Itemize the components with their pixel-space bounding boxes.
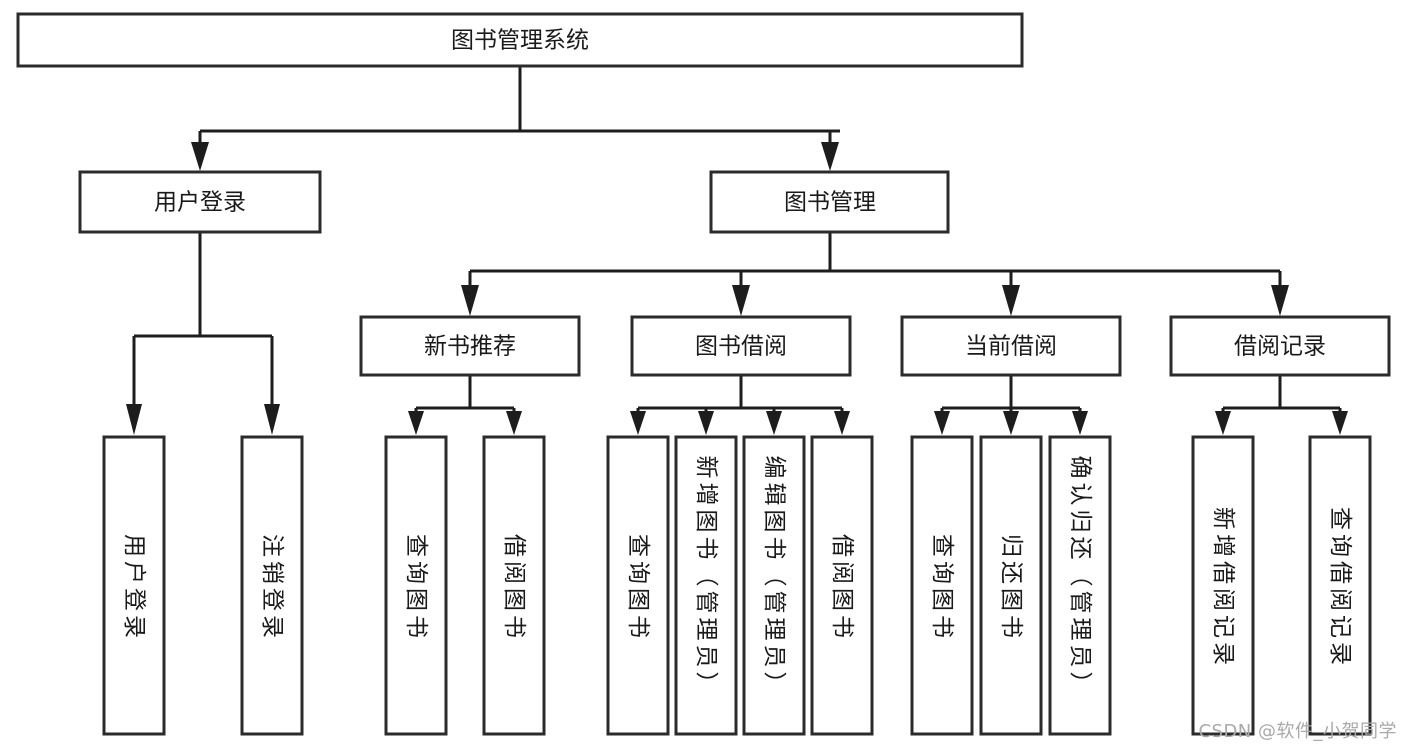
arrowhead-current-borrow bbox=[1002, 285, 1020, 316]
leaf-label: 新增图书（管理员） bbox=[694, 456, 720, 695]
book-borrow-label: 图书借阅 bbox=[695, 334, 787, 360]
leaf-node[interactable]: 查询图书 bbox=[910, 435, 974, 736]
arrowhead-borrow-leaf-4 bbox=[834, 411, 850, 435]
leaf-box[interactable] bbox=[1048, 435, 1112, 736]
arrowhead-current-leaf-2 bbox=[1003, 411, 1019, 435]
node-book-management[interactable]: 图书管理 bbox=[709, 170, 950, 234]
leaf-label: 借阅图书 bbox=[502, 534, 528, 638]
arrowhead-book-borrow bbox=[732, 285, 750, 316]
arrowhead-recommend-leaf-2 bbox=[506, 411, 522, 435]
leaf-box[interactable] bbox=[910, 435, 974, 736]
new-book-recommend-box[interactable] bbox=[359, 315, 581, 377]
leaf-label: 借阅图书 bbox=[830, 534, 856, 638]
leaf-node[interactable]: 查询图书 bbox=[384, 435, 448, 736]
leaf-box[interactable] bbox=[742, 435, 806, 736]
arrowhead-borrow-leaf-3 bbox=[766, 411, 782, 435]
leaf-node[interactable]: 编辑图书（管理员） bbox=[742, 435, 806, 736]
leaf-node[interactable]: 确认归还（管理员） bbox=[1048, 435, 1112, 736]
leaf-node[interactable]: 借阅图书 bbox=[810, 435, 874, 736]
arrowhead-current-leaf-1 bbox=[934, 411, 950, 435]
book-borrow-box[interactable] bbox=[630, 315, 852, 377]
leaf-box[interactable] bbox=[102, 435, 166, 736]
user-login-label: 用户登录 bbox=[154, 190, 246, 216]
leaf-box[interactable] bbox=[482, 435, 546, 736]
arrowhead-record-leaf-1 bbox=[1215, 411, 1231, 435]
new-book-recommend-label: 新书推荐 bbox=[424, 334, 516, 360]
leaf-box[interactable] bbox=[810, 435, 874, 736]
leaf-label: 查询图书 bbox=[626, 534, 652, 638]
leaf-node[interactable]: 用户登录 bbox=[102, 435, 166, 736]
arrowhead-user-login bbox=[191, 142, 209, 171]
leaf-box[interactable] bbox=[979, 435, 1043, 736]
leaf-node[interactable]: 新增借阅记录 bbox=[1191, 435, 1255, 736]
node-new-book-recommend[interactable]: 新书推荐 bbox=[359, 315, 581, 377]
leaf-label: 新增借阅记录 bbox=[1211, 507, 1237, 665]
root-box[interactable] bbox=[16, 12, 1024, 68]
arrowhead-leaf-user-login bbox=[126, 404, 142, 435]
leaf-label: 查询图书 bbox=[930, 534, 956, 638]
leaf-box[interactable] bbox=[674, 435, 738, 736]
leaf-label: 归还图书 bbox=[999, 534, 1025, 638]
leaf-box[interactable] bbox=[384, 435, 448, 736]
arrowhead-recommend-leaf-1 bbox=[408, 411, 424, 435]
book-management-label: 图书管理 bbox=[784, 190, 876, 216]
leaf-box[interactable] bbox=[1308, 435, 1372, 736]
node-user-login[interactable]: 用户登录 bbox=[78, 170, 322, 234]
arrowhead-current-leaf-3 bbox=[1072, 411, 1088, 435]
root-label: 图书管理系统 bbox=[451, 28, 589, 54]
leaf-label: 查询借阅记录 bbox=[1328, 507, 1354, 665]
borrow-record-box[interactable] bbox=[1169, 315, 1391, 377]
arrowhead-leaf-logout-login bbox=[264, 404, 280, 435]
node-book-borrow[interactable]: 图书借阅 bbox=[630, 315, 852, 377]
leaf-node[interactable]: 归还图书 bbox=[979, 435, 1043, 736]
borrow-record-label: 借阅记录 bbox=[1234, 334, 1326, 360]
leaf-label: 确认归还（管理员） bbox=[1068, 456, 1094, 695]
arrowhead-book-manage bbox=[821, 142, 839, 171]
leaf-label: 编辑图书（管理员） bbox=[762, 456, 788, 695]
leaf-box[interactable] bbox=[1191, 435, 1255, 736]
leaf-box[interactable] bbox=[240, 435, 304, 736]
edge-layer bbox=[126, 66, 1348, 435]
arrowhead-borrow-record bbox=[1271, 285, 1289, 316]
arrowhead-new-book-recommend bbox=[461, 285, 479, 316]
arrowhead-borrow-leaf-2 bbox=[698, 411, 714, 435]
user-login-box[interactable] bbox=[78, 170, 322, 234]
node-borrow-record[interactable]: 借阅记录 bbox=[1169, 315, 1391, 377]
leaf-label: 用户登录 bbox=[122, 534, 148, 638]
current-borrow-label: 当前借阅 bbox=[965, 334, 1057, 360]
leaf-box[interactable] bbox=[606, 435, 670, 736]
node-current-borrow[interactable]: 当前借阅 bbox=[900, 315, 1122, 377]
leaf-node[interactable]: 查询借阅记录 bbox=[1308, 435, 1372, 736]
leaf-node[interactable]: 查询图书 bbox=[606, 435, 670, 736]
arrowhead-borrow-leaf-1 bbox=[630, 411, 646, 435]
arrowhead-record-leaf-2 bbox=[1332, 411, 1348, 435]
leaf-label: 注销登录 bbox=[260, 534, 286, 638]
current-borrow-box[interactable] bbox=[900, 315, 1122, 377]
book-management-box[interactable] bbox=[709, 170, 950, 234]
leaf-node[interactable]: 注销登录 bbox=[240, 435, 304, 736]
leaf-label: 查询图书 bbox=[404, 534, 430, 638]
leaf-node[interactable]: 借阅图书 bbox=[482, 435, 546, 736]
leaf-node[interactable]: 新增图书（管理员） bbox=[674, 435, 738, 736]
node-root-system[interactable]: 图书管理系统 bbox=[16, 12, 1024, 68]
